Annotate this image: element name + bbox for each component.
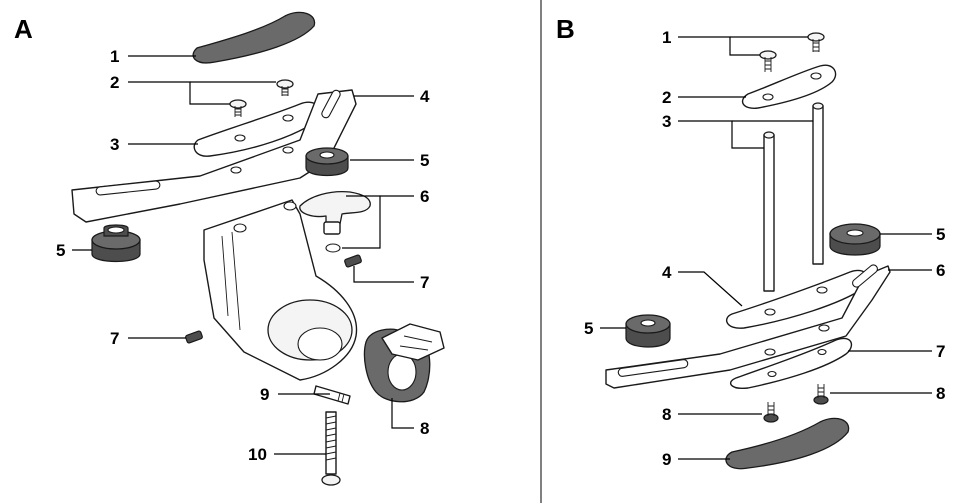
panel-a-letter: A bbox=[14, 14, 33, 44]
a-callout-2: 2 bbox=[110, 73, 276, 105]
a-callout-8: 8 bbox=[391, 398, 429, 438]
panel-b: B bbox=[556, 14, 945, 470]
svg-text:2: 2 bbox=[662, 88, 671, 107]
svg-text:8: 8 bbox=[420, 419, 429, 438]
b-callout-1: 1 bbox=[662, 28, 808, 56]
b-part-3-rods bbox=[763, 102, 824, 292]
a-callout-9: 9 bbox=[260, 385, 330, 404]
b-callout-9: 9 bbox=[662, 450, 730, 469]
svg-text:6: 6 bbox=[936, 261, 945, 280]
a-callout-6: 6 bbox=[342, 187, 429, 249]
b-callout-3: 3 bbox=[662, 112, 813, 149]
a-callout-5-right: 5 bbox=[350, 151, 429, 170]
panel-a: A bbox=[14, 11, 445, 486]
svg-text:3: 3 bbox=[662, 112, 671, 131]
svg-text:9: 9 bbox=[662, 450, 671, 469]
svg-text:5: 5 bbox=[420, 151, 429, 170]
b-part-2-arc-plate bbox=[741, 64, 837, 109]
panel-b-letter: B bbox=[556, 14, 575, 44]
a-part-7-setscrew-1 bbox=[344, 254, 362, 268]
a-part-10-bolt bbox=[321, 411, 341, 486]
b-callout-6: 6 bbox=[888, 261, 945, 280]
b-part-9-pad bbox=[725, 417, 850, 470]
svg-text:1: 1 bbox=[110, 47, 119, 66]
a-part-8-clamp bbox=[363, 323, 445, 403]
b-callout-5-left: 5 bbox=[584, 319, 626, 338]
a-callout-10: 10 bbox=[248, 445, 326, 464]
b-callout-5-right: 5 bbox=[880, 225, 945, 244]
svg-text:9: 9 bbox=[260, 385, 269, 404]
svg-text:5: 5 bbox=[936, 225, 945, 244]
svg-text:5: 5 bbox=[584, 319, 593, 338]
a-part-5-bushing-upper bbox=[305, 147, 349, 177]
svg-text:1: 1 bbox=[662, 28, 671, 47]
b-callout-8-right: 8 bbox=[830, 384, 945, 403]
a-callout-3: 3 bbox=[110, 135, 198, 154]
a-part-2-screws bbox=[229, 79, 294, 117]
svg-text:2: 2 bbox=[110, 73, 119, 92]
a-part-1-pad bbox=[192, 11, 316, 64]
b-part-5-bushing-lower bbox=[625, 314, 671, 348]
b-part-6-base-plate bbox=[605, 265, 891, 389]
svg-text:4: 4 bbox=[420, 87, 430, 106]
a-callout-7-left: 7 bbox=[110, 329, 186, 348]
svg-text:7: 7 bbox=[420, 273, 429, 292]
svg-text:6: 6 bbox=[420, 187, 429, 206]
svg-text:8: 8 bbox=[936, 384, 945, 403]
a-part-5-bushing-lower bbox=[91, 224, 141, 263]
svg-text:7: 7 bbox=[110, 329, 119, 348]
b-callout-7: 7 bbox=[848, 342, 945, 361]
b-callout-2: 2 bbox=[662, 88, 746, 107]
b-part-8-screws bbox=[763, 384, 829, 423]
a-part-9-pin bbox=[313, 385, 351, 405]
a-callout-5-left: 5 bbox=[56, 241, 92, 260]
b-callout-4: 4 bbox=[662, 263, 743, 307]
b-callout-8-left: 8 bbox=[662, 405, 762, 424]
svg-text:8: 8 bbox=[662, 405, 671, 424]
a-callout-1: 1 bbox=[110, 47, 196, 66]
svg-text:10: 10 bbox=[248, 445, 267, 464]
a-part-7-setscrew-2 bbox=[185, 330, 203, 344]
svg-text:5: 5 bbox=[56, 241, 65, 260]
svg-text:3: 3 bbox=[110, 135, 119, 154]
b-part-5-bushing-upper bbox=[829, 223, 881, 256]
svg-text:7: 7 bbox=[936, 342, 945, 361]
svg-text:4: 4 bbox=[662, 263, 672, 282]
a-callout-7-right: 7 bbox=[353, 266, 429, 292]
a-part-6-knob bbox=[299, 190, 371, 253]
a-callout-4: 4 bbox=[354, 87, 430, 106]
b-part-1-screws bbox=[759, 32, 825, 72]
